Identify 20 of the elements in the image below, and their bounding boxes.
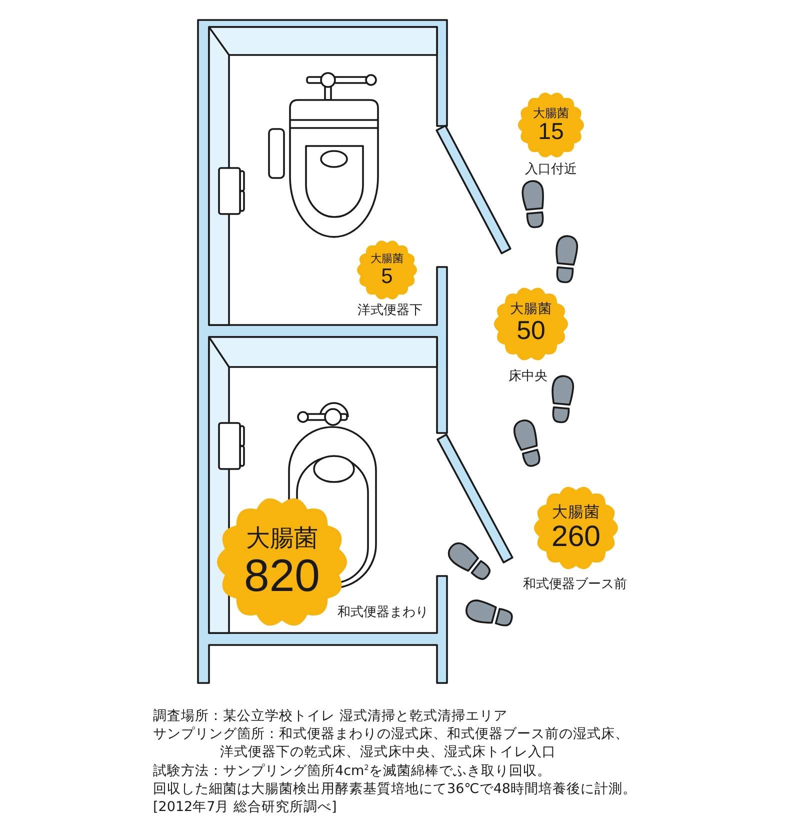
- count-value: 15: [538, 120, 564, 144]
- badge-label: 大腸菌: [370, 253, 404, 264]
- badge-label: 大腸菌: [246, 526, 318, 550]
- note-text: 回収した細菌は大腸菌検出用酵素基質培地にて36℃で48時間培養後に計測。: [153, 780, 637, 798]
- location-label: 床中央: [508, 370, 548, 383]
- note-text: [2012年7月 総合研究所調べ]: [153, 798, 338, 816]
- badge-label: 大腸菌: [510, 303, 552, 317]
- location-label: 洋式便器下: [358, 304, 422, 317]
- location-label: 和式便器ブース前: [523, 578, 627, 591]
- note-text: サンプリング箇所：和式便器まわりの湿式床、和式便器ブース前の湿式床、洋式便器下の乾式床、湿式床中央、湿式床トイレ入口: [153, 725, 630, 762]
- count-value: 5: [381, 266, 393, 287]
- note-text: 調査場所：某公立学校トイレ 湿式清掃と乾式清掃エリア: [153, 707, 508, 726]
- badge-label: 大腸菌: [552, 504, 600, 520]
- badge-label: 大腸菌: [533, 106, 569, 119]
- location-label: 和式便器まわり: [338, 606, 428, 619]
- note-text: 試験方法：サンプリング箇所4cm$^{2}$を滅菌綿棒でふき取り回収。: [153, 762, 552, 780]
- count-value: 260: [551, 522, 601, 552]
- count-value: 820: [244, 552, 320, 598]
- count-value: 50: [516, 318, 546, 345]
- location-label: 入口付近: [525, 163, 577, 176]
